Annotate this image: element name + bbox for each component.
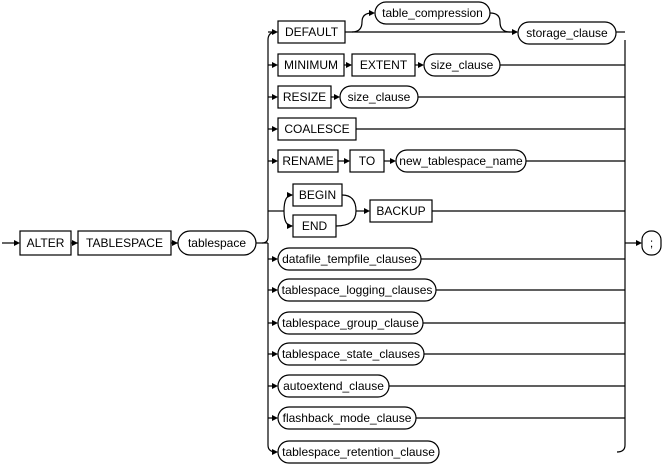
new-tablespace-name-node: new_tablespace_name (395, 149, 527, 173)
end-keyword: END (292, 214, 337, 238)
autoextend-clause-node: autoextend_clause (277, 374, 390, 398)
minimum-label: MINIMUM (284, 58, 338, 72)
new-tablespace-name-label: new_tablespace_name (399, 154, 523, 168)
size-clause-label-2: size_clause (348, 90, 411, 104)
to-keyword: TO (349, 149, 385, 173)
tablespace-group-clause-label: tablespace_group_clause (282, 316, 419, 330)
main-path-arrows (14, 240, 642, 246)
tablespace-keyword: TABLESPACE (77, 230, 172, 256)
extent-keyword: EXTENT (351, 53, 416, 77)
size-clause-label-1: size_clause (431, 58, 494, 72)
default-keyword: DEFAULT (277, 20, 346, 44)
backup-label: BACKUP (376, 204, 425, 218)
semicolon-node: ; (641, 230, 662, 256)
table-compression-label: table_compression (382, 6, 483, 20)
default-label: DEFAULT (285, 25, 339, 39)
backup-keyword: BACKUP (369, 199, 433, 223)
tablespace-state-clauses-label: tablespace_state_clauses (282, 347, 420, 361)
tablespace-group-clause-node: tablespace_group_clause (277, 311, 424, 335)
tablespace-logging-clauses-label: tablespace_logging_clauses (282, 283, 433, 297)
resize-label: RESIZE (283, 90, 326, 104)
tablespace-keyword-label: TABLESPACE (86, 236, 163, 250)
begin-label: BEGIN (299, 188, 336, 202)
tablespace-name-node: tablespace (177, 230, 257, 256)
tablespace-retention-clause-label: tablespace_retention_clause (282, 445, 435, 459)
branch-connectors (268, 12, 625, 419)
to-label: TO (359, 154, 375, 168)
table-compression-node: table_compression (374, 1, 491, 25)
begin-keyword: BEGIN (292, 183, 343, 207)
minimum-keyword: MINIMUM (277, 53, 345, 77)
datafile-tempfile-clauses-label: datafile_tempfile_clauses (282, 252, 417, 266)
coalesce-keyword: COALESCE (277, 117, 357, 141)
coalesce-label: COALESCE (284, 122, 349, 136)
storage-clause-node: storage_clause (517, 21, 617, 45)
tablespace-retention-clause-node: tablespace_retention_clause (277, 440, 440, 464)
tablespace-name-label: tablespace (188, 236, 246, 250)
flashback-mode-clause-label: flashback_mode_clause (283, 411, 412, 425)
right-join-rail (616, 40, 626, 453)
end-label: END (302, 219, 328, 233)
flashback-mode-clause-node: flashback_mode_clause (277, 406, 417, 430)
semicolon-label: ; (650, 236, 653, 250)
rename-keyword: RENAME (277, 149, 339, 173)
storage-clause-label: storage_clause (526, 26, 608, 40)
branch-arrows (272, 10, 518, 455)
alter-label: ALTER (27, 236, 65, 250)
alter-keyword: ALTER (19, 230, 72, 256)
datafile-tempfile-clauses-node: datafile_tempfile_clauses (277, 247, 422, 271)
extent-label: EXTENT (360, 58, 408, 72)
rename-label: RENAME (282, 154, 333, 168)
tablespace-state-clauses-node: tablespace_state_clauses (277, 342, 425, 366)
resize-keyword: RESIZE (277, 85, 332, 109)
size-clause-node-2: size_clause (339, 85, 419, 109)
tablespace-logging-clauses-node: tablespace_logging_clauses (277, 278, 437, 302)
size-clause-node-1: size_clause (423, 53, 501, 77)
autoextend-clause-label: autoextend_clause (283, 379, 384, 393)
